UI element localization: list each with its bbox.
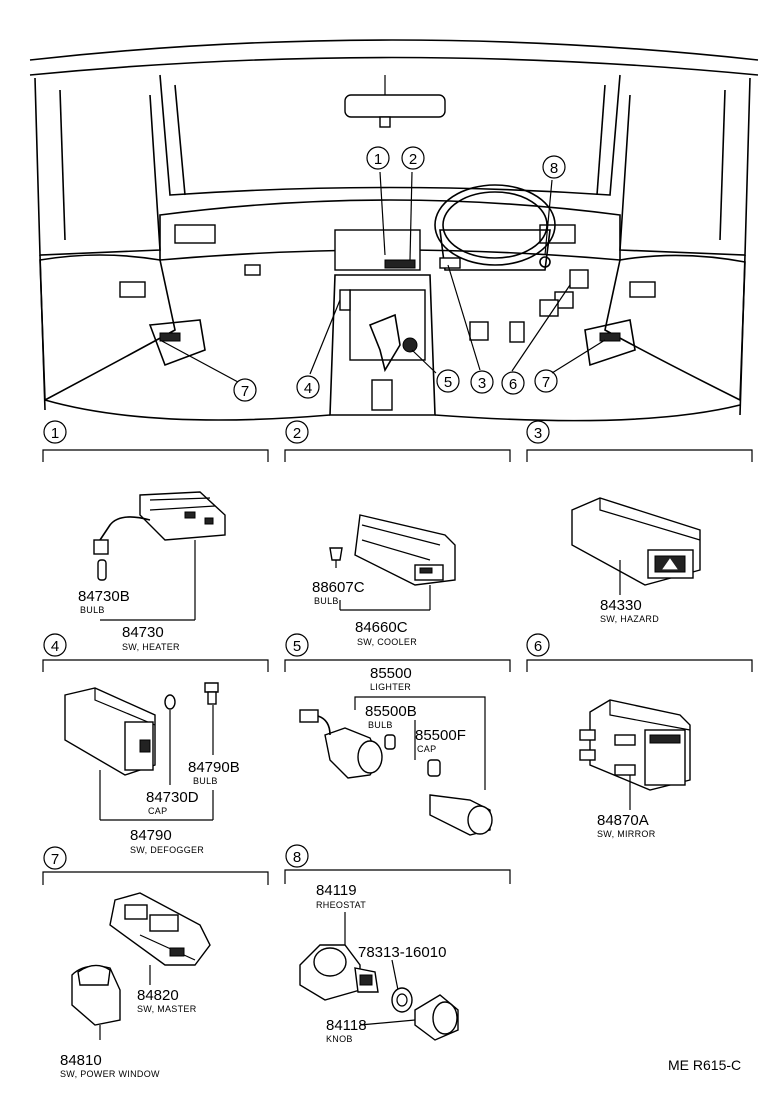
- part-84660C-desc: SW, COOLER: [357, 637, 417, 647]
- part-84790B: 84790B: [188, 759, 240, 776]
- part-85500: 85500: [370, 665, 412, 682]
- part-84790: 84790: [130, 827, 172, 844]
- overview-callout-7-right: 7: [534, 369, 558, 393]
- part-88607C: 88607C: [312, 579, 365, 596]
- part-85500B-desc: BULB: [368, 720, 393, 730]
- part-84330: 84330: [600, 597, 642, 614]
- diagram-code: ME R615-C: [668, 1057, 741, 1073]
- group-1: 1 84730B BULB 84730 SW, HEATER: [42, 420, 269, 652]
- part-84119: 84119: [316, 882, 357, 899]
- part-78313-16010: 78313-16010: [358, 944, 446, 961]
- part-84118-desc: KNOB: [326, 1034, 353, 1044]
- overview-callout-2: 2: [401, 146, 425, 170]
- svg-text:7: 7: [241, 383, 249, 400]
- interior-overview: [29, 39, 759, 422]
- part-84870A: 84870A: [597, 812, 649, 829]
- svg-text:5: 5: [444, 374, 452, 391]
- group-8-number: 8: [293, 849, 301, 866]
- overview-callout-4: 4: [296, 375, 320, 399]
- svg-text:8: 8: [550, 160, 558, 177]
- part-84790B-desc: BULB: [193, 776, 218, 786]
- part-84870A-desc: SW, MIRROR: [597, 829, 656, 839]
- part-84119-desc: RHEOSTAT: [316, 900, 366, 910]
- part-84820-desc: SW, MASTER: [137, 1004, 197, 1014]
- part-85500F: 85500F: [415, 727, 466, 744]
- group-3-number: 3: [534, 425, 542, 442]
- overview-callout-3: 3: [470, 370, 494, 394]
- group-5-number: 5: [293, 638, 301, 655]
- overview-callout-7-left: 7: [233, 378, 257, 402]
- part-84730B: 84730B: [78, 588, 130, 605]
- group-3: 3 84330 SW, HAZARD: [526, 420, 753, 624]
- part-84330-desc: SW, HAZARD: [600, 614, 659, 624]
- part-84730D-desc: CAP: [148, 806, 167, 816]
- group-6: 6 84870A SW, MIRROR: [526, 633, 753, 839]
- part-84810-desc: SW, POWER WINDOW: [60, 1069, 160, 1079]
- part-85500F-desc: CAP: [417, 744, 436, 754]
- group-4: 4 84790B BULB 84730D CAP 84790 SW, DEFOG…: [42, 633, 269, 855]
- part-84660C: 84660C: [355, 619, 408, 636]
- group-7-number: 7: [51, 851, 59, 868]
- part-84820: 84820: [137, 987, 179, 1004]
- group-8: 8 84119 RHEOSTAT 78313-16010 84118 KNOB: [284, 844, 511, 1044]
- part-85500-desc: LIGHTER: [370, 682, 411, 692]
- part-88607C-desc: BULB: [314, 596, 339, 606]
- group-7: 7 84820 SW, MASTER 84810 SW, POWER WINDO…: [42, 846, 269, 1079]
- svg-text:7: 7: [542, 374, 550, 391]
- part-84730-desc: SW, HEATER: [122, 642, 180, 652]
- group-5: 5 85500 LIGHTER 85500B BULB 85500F CAP: [284, 633, 511, 836]
- group-2-number: 2: [293, 425, 301, 442]
- group-4-number: 4: [51, 638, 59, 655]
- part-84730D: 84730D: [146, 789, 199, 806]
- group-6-number: 6: [534, 638, 542, 655]
- overview-callout-5: 5: [436, 369, 460, 393]
- overview-callout-8: 8: [542, 155, 566, 179]
- svg-text:1: 1: [374, 151, 382, 168]
- group-2: 2 88607C BULB 84660C SW, COOLER: [284, 420, 511, 647]
- overview-callout-6: 6: [501, 371, 525, 395]
- part-84118: 84118: [326, 1017, 367, 1034]
- svg-text:3: 3: [478, 375, 486, 392]
- part-84730: 84730: [122, 624, 164, 641]
- svg-text:4: 4: [304, 380, 312, 397]
- overview-callout-1: 1: [366, 146, 390, 170]
- part-84730B-desc: BULB: [80, 605, 105, 615]
- part-85500B: 85500B: [365, 703, 417, 720]
- part-84790-desc: SW, DEFOGGER: [130, 845, 204, 855]
- svg-text:2: 2: [409, 151, 417, 168]
- group-1-number: 1: [51, 425, 59, 442]
- part-84810: 84810: [60, 1052, 102, 1069]
- svg-text:6: 6: [509, 376, 517, 393]
